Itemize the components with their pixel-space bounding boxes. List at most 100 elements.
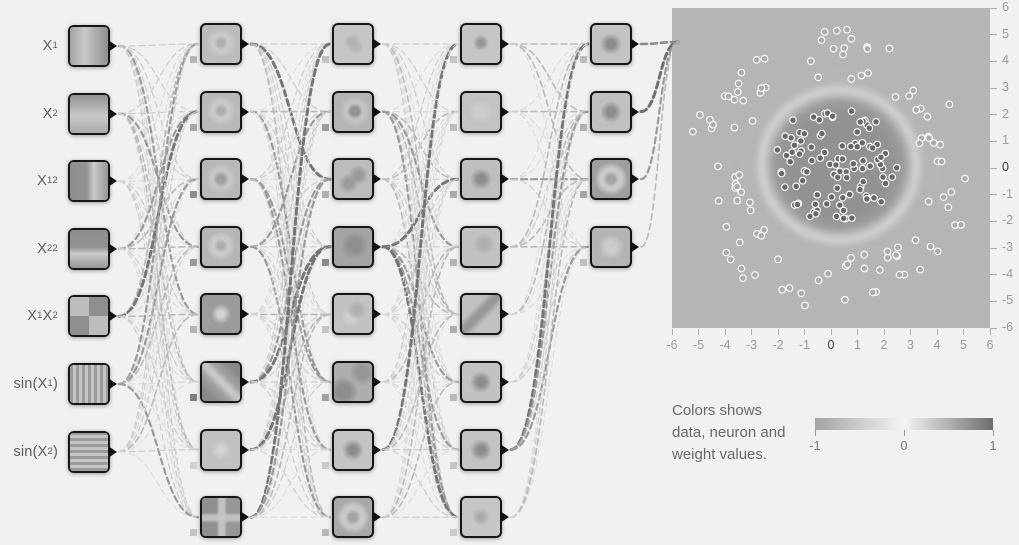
weight-link[interactable] <box>249 178 332 519</box>
weight-link[interactable] <box>510 43 589 518</box>
weight-link[interactable] <box>382 313 459 518</box>
data-point-inner-cluster <box>839 214 848 223</box>
data-point-outer-ring <box>929 139 938 147</box>
weight-link[interactable] <box>249 245 332 452</box>
weight-link[interactable] <box>382 43 459 113</box>
weight-link[interactable] <box>118 43 199 182</box>
weight-link[interactable] <box>382 111 459 518</box>
data-point-outer-ring <box>760 54 769 63</box>
data-point-inner-cluster <box>868 144 877 152</box>
weight-link[interactable] <box>382 111 459 451</box>
weight-link[interactable] <box>382 449 459 518</box>
data-point-inner-cluster <box>813 190 822 199</box>
weight-link[interactable] <box>250 111 331 451</box>
weight-link[interactable] <box>250 111 331 518</box>
data-point-inner-cluster <box>856 118 865 126</box>
weight-link[interactable] <box>118 111 199 453</box>
weight-link[interactable] <box>118 246 199 453</box>
weight-link[interactable] <box>382 246 459 518</box>
data-point-outer-ring <box>785 284 794 292</box>
weight-link[interactable] <box>510 111 589 518</box>
data-point-inner-cluster <box>881 179 890 188</box>
data-point-outer-ring <box>737 68 746 77</box>
data-point-inner-cluster <box>847 107 856 116</box>
weight-link[interactable] <box>510 246 589 518</box>
weight-link[interactable] <box>510 43 589 315</box>
weight-link[interactable] <box>639 40 680 181</box>
weight-link[interactable] <box>250 313 331 518</box>
weight-link[interactable] <box>510 110 589 316</box>
weight-link[interactable] <box>510 43 589 180</box>
weight-link[interactable] <box>250 43 331 315</box>
weight-link[interactable] <box>118 178 199 453</box>
data-point-outer-ring <box>892 251 901 259</box>
weight-link[interactable] <box>118 113 199 518</box>
weight-link[interactable] <box>250 43 331 248</box>
weight-link[interactable] <box>250 178 331 518</box>
weight-link[interactable] <box>382 43 459 518</box>
weight-link[interactable] <box>118 43 199 47</box>
weight-link[interactable] <box>117 178 200 386</box>
weight-link[interactable] <box>382 43 459 180</box>
data-point-outer-ring <box>757 231 766 240</box>
weight-link[interactable] <box>381 42 460 452</box>
weight-link[interactable] <box>382 178 459 518</box>
weight-link[interactable] <box>382 43 459 383</box>
weight-link[interactable] <box>250 111 331 451</box>
x-tick-mark <box>804 329 805 335</box>
weight-link[interactable] <box>250 381 331 518</box>
x-tick-label: -3 <box>745 338 758 352</box>
weight-link[interactable] <box>382 43 459 315</box>
weight-link[interactable] <box>250 246 331 518</box>
data-point-outer-ring <box>737 264 746 273</box>
weight-link[interactable] <box>118 43 199 250</box>
weight-link[interactable] <box>250 43 331 180</box>
weight-link[interactable] <box>118 451 199 518</box>
data-point-outer-ring <box>891 93 900 101</box>
weight-link[interactable] <box>250 43 331 383</box>
weight-link[interactable] <box>117 110 200 318</box>
data-point-outer-ring <box>925 134 933 142</box>
weight-link[interactable] <box>509 245 590 451</box>
weight-link[interactable] <box>510 43 589 383</box>
weight-link[interactable] <box>639 40 680 114</box>
weight-link[interactable] <box>118 43 199 453</box>
data-point-inner-cluster <box>872 117 880 126</box>
data-point-inner-cluster <box>820 148 829 157</box>
weight-link[interactable] <box>249 42 332 519</box>
x-tick-label: 0 <box>827 338 835 352</box>
weight-link[interactable] <box>118 381 199 453</box>
weight-link[interactable] <box>118 43 199 318</box>
y-tick-mark <box>990 300 997 302</box>
x-tick-label: 2 <box>880 338 888 352</box>
weight-link[interactable] <box>509 42 590 452</box>
weight-link[interactable] <box>510 43 589 113</box>
weight-link[interactable] <box>640 41 679 248</box>
weight-link[interactable] <box>510 43 589 248</box>
weight-link[interactable] <box>382 43 459 248</box>
weight-link[interactable] <box>250 111 331 315</box>
weight-link[interactable] <box>118 43 199 115</box>
weight-link[interactable] <box>250 449 331 518</box>
data-point-inner-cluster <box>838 155 847 163</box>
y-tick-label: 4 <box>1002 53 1009 68</box>
data-point-inner-cluster <box>777 169 786 178</box>
weight-link[interactable] <box>118 449 199 453</box>
data-point-inner-cluster <box>807 143 816 152</box>
weight-link[interactable] <box>382 111 459 315</box>
weight-link[interactable] <box>382 246 459 451</box>
weight-link[interactable] <box>509 110 590 451</box>
data-point-outer-ring <box>714 196 723 205</box>
weight-link[interactable] <box>118 45 199 451</box>
weight-link[interactable] <box>250 43 331 383</box>
x-tick-mark <box>751 329 752 335</box>
weight-link[interactable] <box>250 43 331 113</box>
data-point-outer-ring <box>824 269 832 278</box>
y-tick-label: 3 <box>1002 80 1009 94</box>
weight-link[interactable] <box>510 178 589 518</box>
weight-link[interactable] <box>118 313 199 453</box>
weight-link[interactable] <box>117 42 200 386</box>
colorbar-gradient <box>815 418 993 430</box>
weight-link[interactable] <box>382 381 459 518</box>
weight-link[interactable] <box>639 40 680 46</box>
